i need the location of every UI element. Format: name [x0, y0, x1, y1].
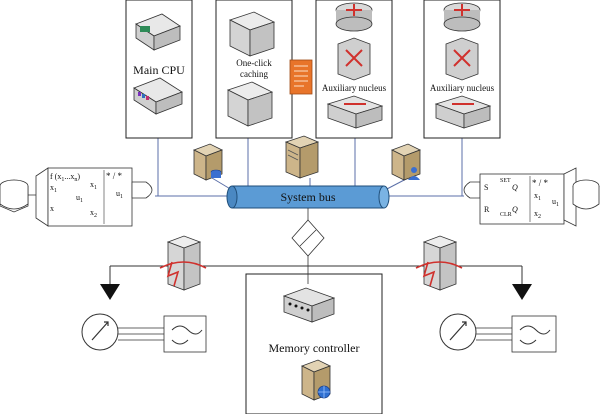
one-click-caching-label-line2: caching [240, 69, 268, 79]
left-x2-label: x2 [90, 208, 97, 219]
aux-nucleus-right-box [423, 0, 501, 139]
left-out-u-label: u1 [116, 189, 123, 200]
memory-controller-label: Memory controller [269, 341, 360, 355]
left-u1-label: u1 [76, 193, 83, 204]
server-with-user-icon [391, 143, 421, 181]
right-clr-label: CLR [500, 212, 512, 218]
left-x1-label: x1 [50, 183, 57, 194]
system-bus-label: System bus [280, 190, 335, 204]
right-r-label: R [484, 205, 490, 214]
left-x-label: x [50, 204, 54, 213]
left-logic-block [0, 167, 153, 227]
right-logic-block [463, 167, 600, 227]
left-func-label: f (x1...xn) [50, 172, 80, 183]
left-firewall-icon [159, 235, 207, 291]
right-star-label: * / * [532, 178, 549, 188]
memory-controller-box [245, 266, 383, 414]
right-firewall-icon [415, 235, 463, 291]
right-q-label: Q [512, 183, 518, 192]
right-x2-label: x2 [534, 209, 541, 220]
right-x1-label: x1 [534, 191, 541, 202]
right-out-u-label: u1 [552, 197, 559, 208]
left-x1b-label: x1 [90, 180, 97, 191]
right-qbar-label: Q [512, 205, 518, 214]
server-with-database-icon [193, 143, 223, 181]
central-server-icon [284, 135, 320, 179]
right-sensor-unit [439, 313, 557, 353]
right-set-label: SET [500, 178, 511, 184]
bus-diamond-node [100, 208, 532, 300]
main-cpu-box [125, 0, 193, 139]
one-click-caching-label: One-click [236, 58, 272, 68]
one-click-caching-box [215, 0, 293, 139]
left-star-label: * / * [106, 171, 123, 181]
system-bus [226, 185, 390, 209]
right-s-label: S [484, 183, 488, 192]
aux-nucleus-left-box [315, 0, 393, 139]
bus-connections [155, 138, 464, 197]
document-icon [289, 59, 313, 95]
aux-nucleus-left-label: Auxiliary nucleus [322, 83, 387, 93]
main-cpu-label: Main CPU [133, 63, 185, 77]
aux-nucleus-right-label: Auxiliary nucleus [430, 83, 495, 93]
left-sensor-unit [81, 313, 207, 353]
